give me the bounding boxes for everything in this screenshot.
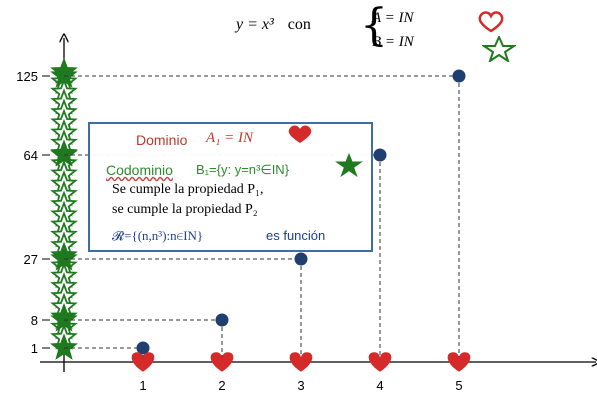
codomain-stars <box>50 57 78 360</box>
y-tick-label: 64 <box>24 148 38 163</box>
set-b: B = IN <box>372 34 414 50</box>
x-tick-labels: 1 2 3 4 5 <box>139 378 462 393</box>
domain-heart <box>447 352 471 372</box>
domain-hearts <box>131 352 471 372</box>
domain-heart <box>368 352 392 372</box>
domain-heart <box>131 352 155 372</box>
set-a: A = IN <box>372 10 414 26</box>
domain-heart <box>210 352 234 372</box>
y-tick-label: 125 <box>16 69 38 84</box>
heart-icon <box>478 11 504 33</box>
info-box: Dominio A₁ = IN Codominio B₁={y: y=n³∈IN… <box>88 122 373 252</box>
domain-heart <box>289 352 313 372</box>
property-2: se cumple la propiedad P₂ <box>112 202 258 217</box>
equation-title: y = x³ con <box>236 16 311 34</box>
y-tick-label: 27 <box>24 252 38 267</box>
codomain-star-value <box>50 305 78 332</box>
x-tick-label: 2 <box>218 378 225 393</box>
codomain-star-value <box>50 333 78 360</box>
set-brace: { <box>360 0 388 51</box>
y-tick-label: 1 <box>31 341 38 356</box>
y-tick-label: 8 <box>31 313 38 328</box>
data-points <box>136 69 466 355</box>
x-tick-label: 4 <box>376 378 383 393</box>
data-point <box>452 69 466 83</box>
es-funcion-label: es función <box>266 228 326 243</box>
heart-icon <box>288 125 312 143</box>
relation-set: 𝓡={(n,n³):n∈IN} <box>112 228 204 243</box>
equation: y = x³ <box>236 16 274 33</box>
x-tick-label: 3 <box>297 378 304 393</box>
dominio-value: A₁ = IN <box>206 130 253 146</box>
data-point <box>294 252 308 266</box>
x-tick-label: 1 <box>139 378 146 393</box>
star-icon <box>482 36 516 62</box>
data-point <box>215 313 229 327</box>
y-tick-labels: 1 8 27 64 125 <box>16 69 50 356</box>
property-1: Se cumple la propiedad P₁, <box>112 182 264 197</box>
x-tick-label: 5 <box>455 378 462 393</box>
star-icon <box>335 152 363 178</box>
con-label: con <box>287 16 311 33</box>
data-point <box>136 341 150 355</box>
dominio-label: Dominio <box>136 132 188 148</box>
codomain-star-value <box>50 140 78 167</box>
codomain-star-value <box>50 244 78 271</box>
data-point <box>373 148 387 162</box>
guide-lines <box>64 75 460 362</box>
codominio-value: B₁={y: y=n³∈IN} <box>196 162 290 177</box>
codomain-star-value <box>50 61 78 88</box>
codominio-label: Codominio <box>106 162 173 178</box>
